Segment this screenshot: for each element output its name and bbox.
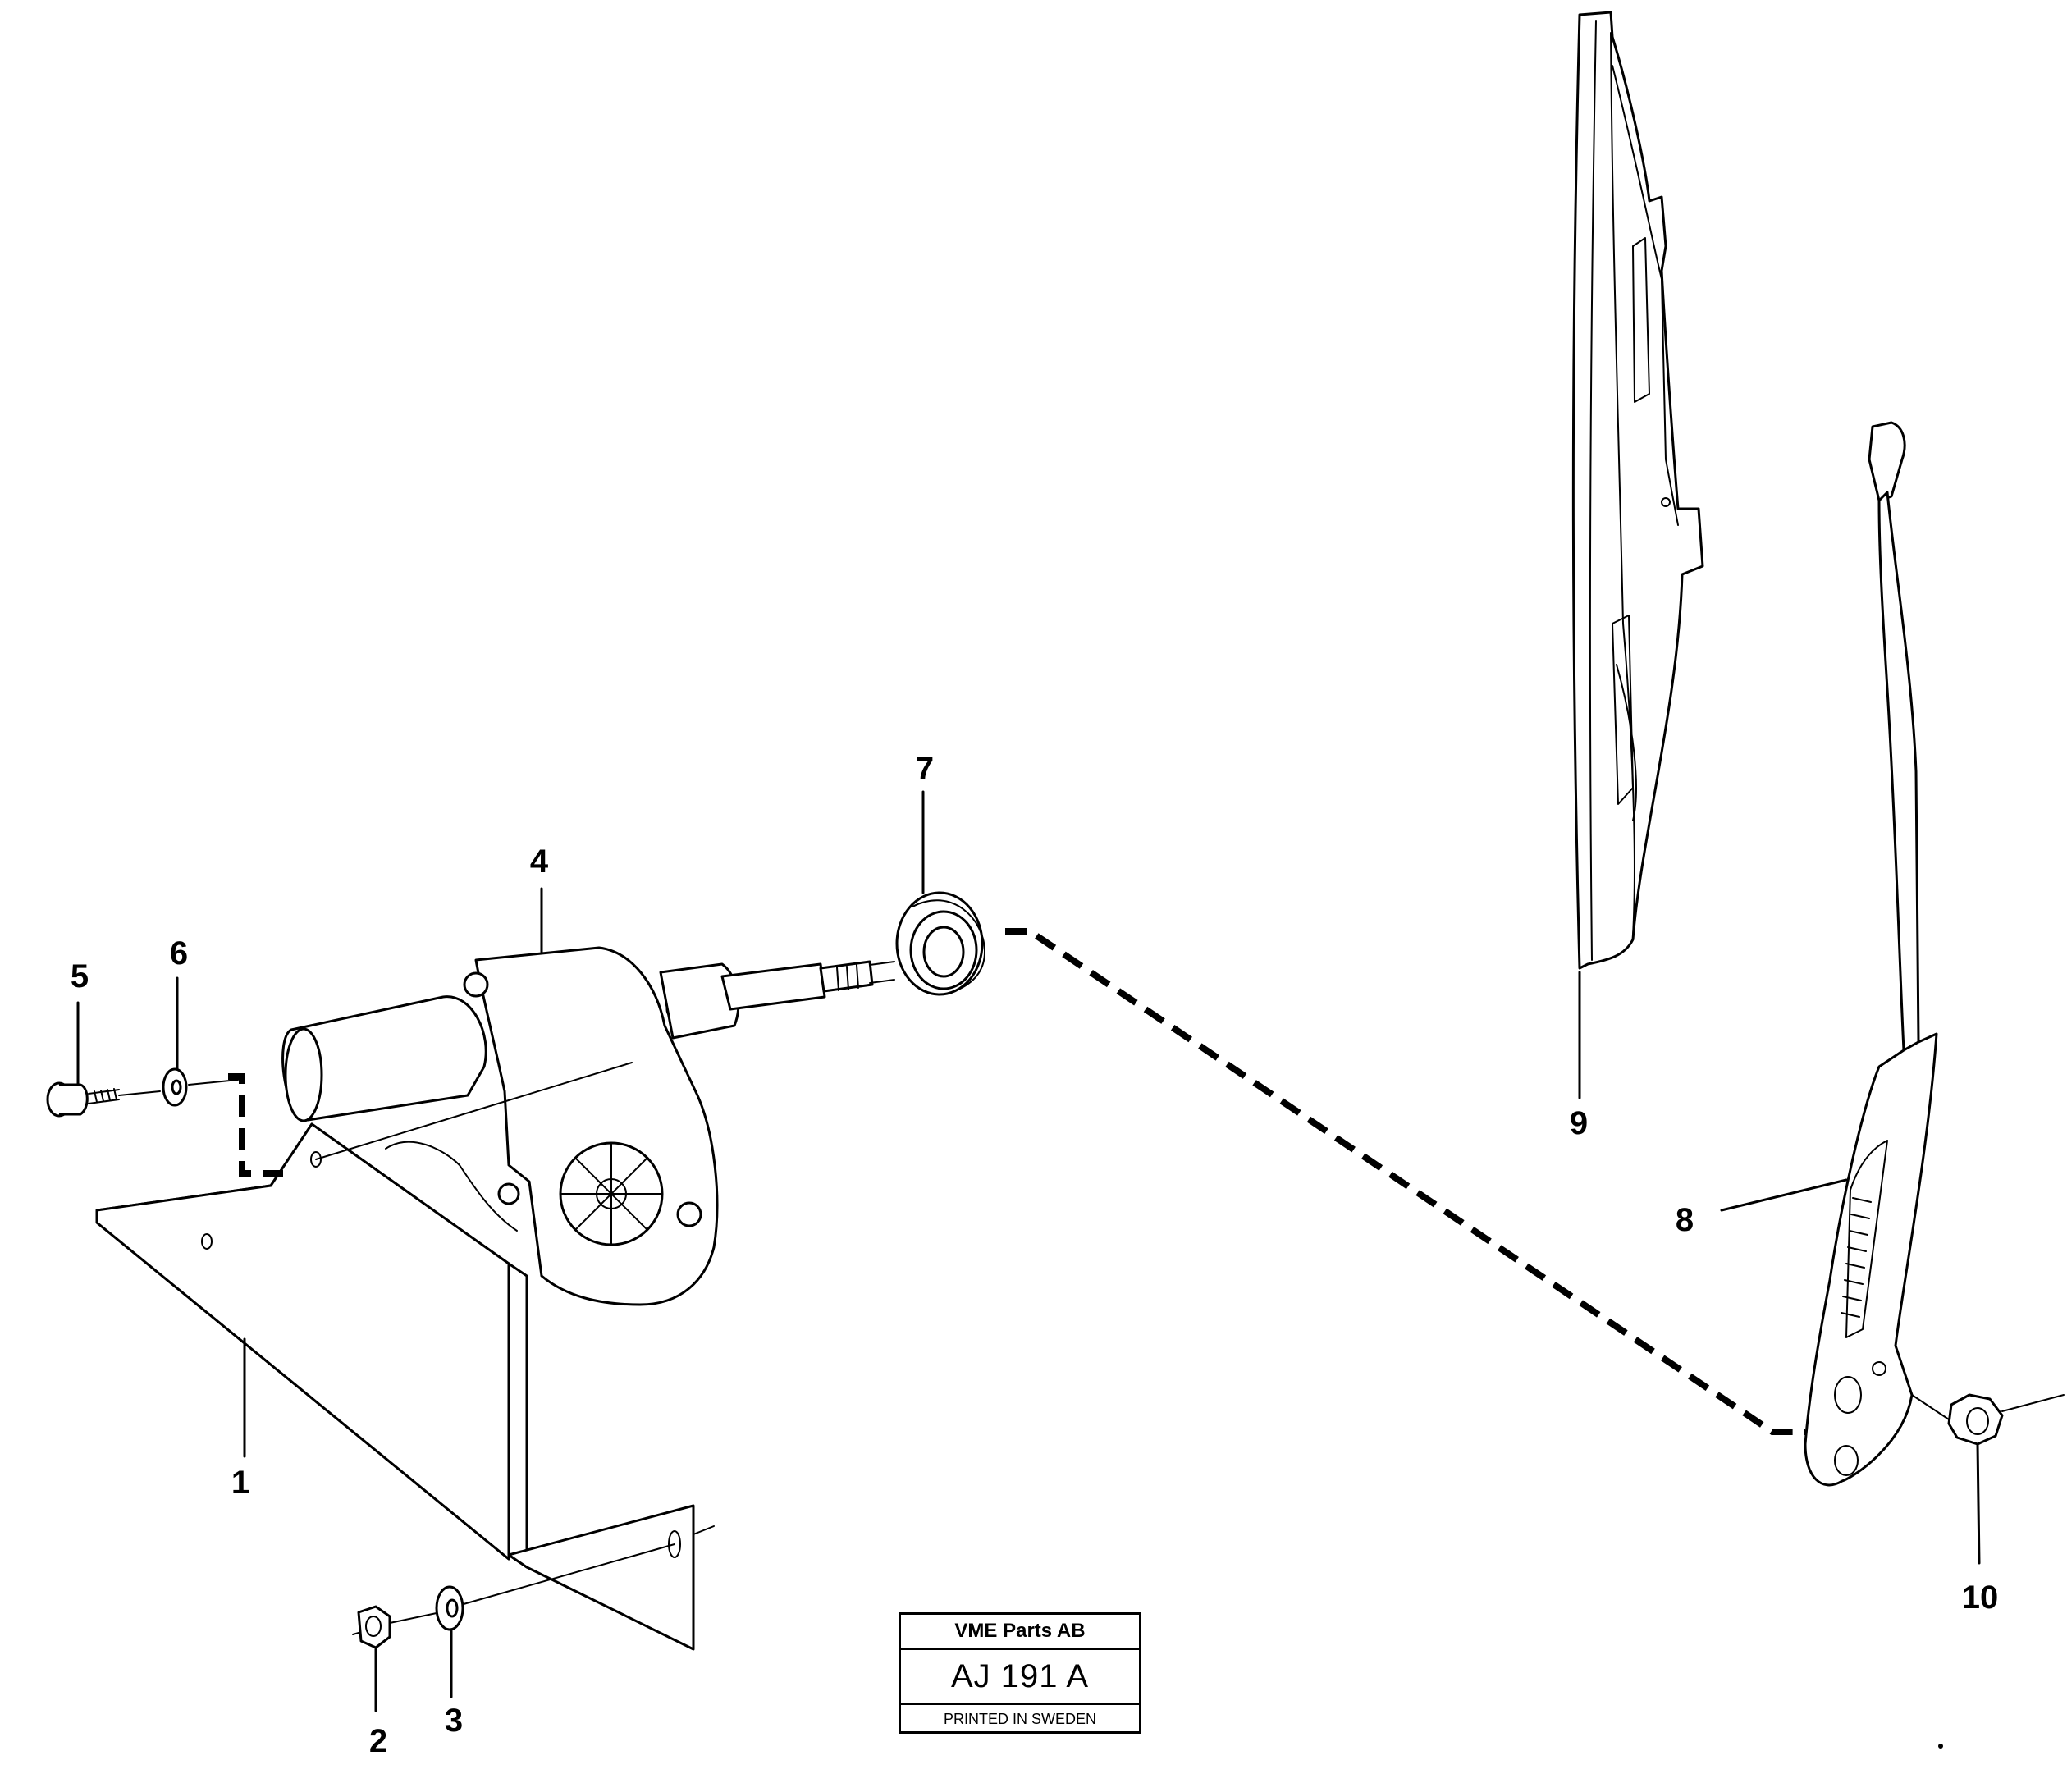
leader-line-8	[1720, 1178, 1848, 1212]
callout-3: 3	[445, 1703, 463, 1739]
leader-line-10	[1976, 1442, 1981, 1565]
callout-10: 10	[1962, 1579, 1999, 1616]
callout-1: 1	[231, 1465, 249, 1501]
mounting-bracket-part	[95, 1122, 715, 1651]
washer-bottom-part	[389, 1543, 675, 1631]
callout-2: 2	[369, 1723, 387, 1759]
screw-part	[46, 1081, 161, 1118]
title-block: VME Parts AB AJ 191 A PRINTED IN SWEDEN	[899, 1612, 1141, 1734]
callout-7: 7	[916, 751, 934, 787]
seal-grommet-part	[895, 891, 985, 996]
callout-9: 9	[1570, 1105, 1588, 1141]
nut-right-part	[1947, 1393, 2065, 1446]
leader-lines	[76, 790, 1981, 1712]
callout-5: 5	[71, 958, 89, 994]
callout-6: 6	[170, 935, 188, 971]
assembly-dashed-lines	[228, 928, 1805, 1435]
wiper-motor-part	[281, 946, 895, 1306]
callout-8: 8	[1676, 1202, 1694, 1238]
title-block-drawing-number: AJ 191 A	[901, 1650, 1139, 1705]
assembly-line-shaft-to-arm	[1005, 928, 1805, 1435]
wiper-blade-part	[1572, 11, 1704, 970]
stray-dot	[1938, 1744, 1943, 1749]
nut-bottom-part	[352, 1605, 391, 1649]
title-block-company: VME Parts AB	[901, 1615, 1139, 1650]
callout-4: 4	[530, 843, 549, 880]
assembly-line-screw-to-bracket	[228, 1073, 283, 1177]
washer-part	[162, 1067, 239, 1107]
wiper-arm-part	[1804, 421, 1950, 1487]
title-block-printed: PRINTED IN SWEDEN	[943, 1711, 1096, 1727]
callout-labels: 1 2 3 4 5 6 7 8 9 10	[71, 751, 1998, 1759]
